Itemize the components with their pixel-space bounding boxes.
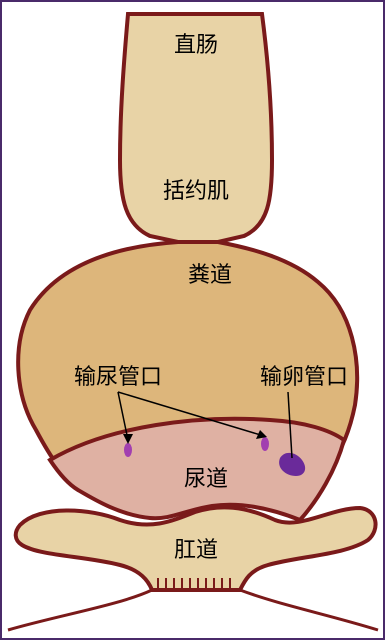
label-proctodeum: 肛道 [174,538,218,563]
vent-lower-right-lip [240,590,378,630]
left-ureter-opening-mark [124,443,132,457]
label-coprodeum: 粪道 [188,263,232,288]
label-sphincter: 括约肌 [163,179,229,204]
label-oviduct-opening: 输卵管口 [260,365,348,390]
right-ureter-opening-mark [261,437,269,451]
label-urodeum: 尿道 [184,467,228,492]
label-ureter-opening: 输尿管口 [74,365,162,390]
label-rectum: 直肠 [174,33,218,58]
vent-lower-left-lip [8,590,152,630]
